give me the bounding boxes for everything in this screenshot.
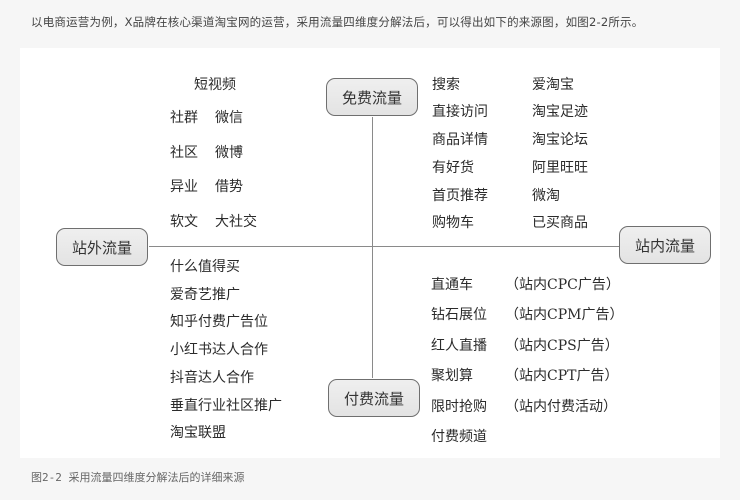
horizontal-axis-line	[149, 246, 619, 247]
internal-free-item: 阿里旺旺	[532, 160, 588, 176]
internal-free-item: 淘宝足迹	[532, 104, 588, 120]
internal-paid-item: 钻石展位	[431, 307, 487, 323]
internal-free-item: 微淘	[532, 188, 560, 204]
internal-paid-item: 直通车	[431, 277, 473, 293]
internal-paid-item: 付费频道	[431, 429, 487, 445]
internal-paid-item: 红人直播	[431, 338, 487, 354]
internal-paid-note: （站内CPM广告）	[505, 307, 624, 323]
internal-free-item: 首页推荐	[432, 188, 488, 204]
internal-free-item: 购物车	[432, 215, 474, 231]
internal-paid-note: （站内CPT广告）	[505, 368, 619, 384]
internal-free-item: 直接访问	[432, 104, 488, 120]
external-free-item: 微信	[215, 110, 243, 126]
external-paid-item: 爱奇艺推广	[170, 287, 240, 303]
external-paid-item: 小红书达人合作	[170, 342, 268, 358]
external-paid-item: 垂直行业社区推广	[170, 398, 282, 414]
external-free-item: 社群	[170, 110, 198, 126]
internal-free-item: 搜索	[432, 77, 460, 93]
external-free-item: 微博	[215, 145, 243, 161]
internal-free-item: 淘宝论坛	[532, 132, 588, 148]
internal-paid-note: （站内CPS广告）	[505, 338, 619, 354]
external-paid-item: 什么值得买	[170, 259, 240, 275]
node-free-traffic[interactable]: 免费流量	[326, 78, 418, 116]
external-paid-item: 抖音达人合作	[170, 370, 254, 386]
internal-free-item: 商品详情	[432, 132, 488, 148]
internal-paid-item: 限时抢购	[431, 399, 487, 415]
internal-free-item: 爱淘宝	[532, 77, 574, 93]
figure-caption: 图2-2 采用流量四维度分解法后的详细来源	[31, 471, 245, 484]
internal-free-item: 已买商品	[532, 215, 588, 231]
external-free-item: 社区	[170, 145, 198, 161]
external-free-header: 短视频	[194, 77, 236, 93]
internal-paid-item: 聚划算	[431, 368, 473, 384]
external-free-item: 软文	[170, 214, 198, 230]
external-free-item: 异业	[170, 179, 198, 195]
intro-paragraph: 以电商运营为例，X品牌在核心渠道淘宝网的运营，采用流量四维度分解法后，可以得出如…	[31, 15, 644, 29]
internal-free-item: 有好货	[432, 160, 474, 176]
node-external-traffic[interactable]: 站外流量	[56, 228, 148, 266]
internal-paid-note: （站内付费活动）	[505, 399, 617, 415]
external-paid-item: 知乎付费广告位	[170, 314, 268, 330]
internal-paid-note: （站内CPC广告）	[505, 277, 620, 293]
vertical-axis-line	[372, 117, 373, 378]
external-paid-item: 淘宝联盟	[170, 425, 226, 441]
node-internal-traffic[interactable]: 站内流量	[619, 226, 711, 264]
external-free-item: 借势	[215, 179, 243, 195]
node-paid-traffic[interactable]: 付费流量	[328, 379, 420, 417]
external-free-item: 大社交	[215, 214, 257, 230]
